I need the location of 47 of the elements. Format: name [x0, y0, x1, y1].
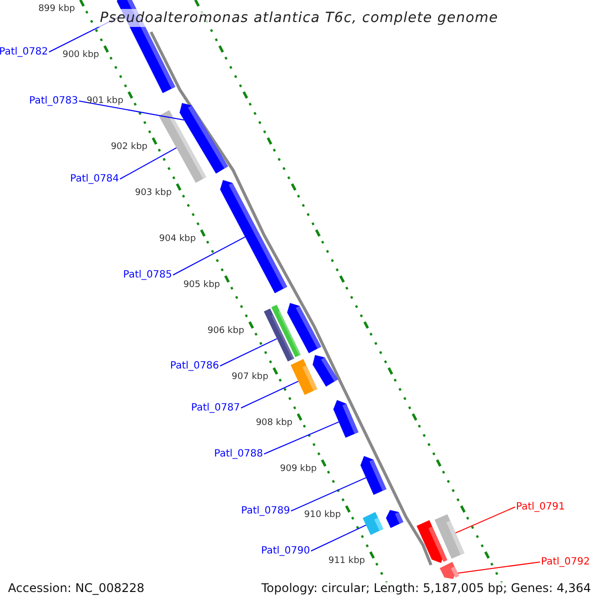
leader-line [457, 562, 540, 574]
scale-label: 901 kbp [86, 96, 124, 106]
scale-label: 904 kbp [159, 234, 196, 244]
leader-line [290, 477, 366, 512]
gene-label: Patl_0784 [69, 173, 120, 185]
gene-label: Patl_0789 [240, 505, 291, 517]
scale-label: 910 kbp [304, 510, 341, 520]
scale-label: 908 kbp [256, 418, 293, 428]
gene-feature [360, 456, 386, 495]
gene-feature [362, 512, 384, 535]
leader-line [220, 338, 278, 366]
gene-label: Patl_0787 [190, 402, 241, 414]
leader-line [455, 506, 516, 534]
gene-label: Patl_0782 [0, 46, 49, 58]
gene-label: Patl_0790 [260, 545, 311, 557]
gene-label: Patl_0785 [122, 269, 173, 281]
gene-feature [287, 303, 322, 354]
gene-feature [158, 110, 206, 183]
scale-label: 900 kbp [62, 50, 100, 60]
scale-label: 899 kbp [38, 4, 75, 14]
gene-feature [290, 359, 318, 395]
gene-label: Patl_0788 [213, 448, 264, 460]
genome-info: Topology: circular; Length: 5,187,005 bp; Genes: 4,364 [261, 582, 591, 596]
gene-label: Patl_0792 [540, 556, 591, 568]
gene-label: Patl_0786 [169, 360, 220, 372]
scale-label: 909 kbp [280, 464, 317, 474]
gene-label: Patl_0791 [515, 501, 566, 513]
scale-label: 905 kbp [183, 280, 220, 290]
scale-label: 907 kbp [232, 372, 268, 382]
scale-label: 911 kbp [328, 556, 366, 566]
gene-feature [386, 510, 404, 528]
gene-feature [333, 400, 358, 438]
gene-feature [434, 514, 464, 559]
gene-feature [220, 180, 288, 294]
leader-line [264, 421, 340, 454]
scale-label: 903 kbp [134, 188, 172, 198]
leader-line [172, 236, 246, 276]
scale-label: 902 kbp [110, 142, 148, 152]
gene-label: Patl_0783 [28, 95, 79, 107]
leader-line [310, 524, 367, 552]
leader-line [78, 100, 184, 120]
accession-label: Accession: NC_008228 [8, 582, 144, 596]
leader-line [120, 147, 177, 180]
gene-feature [312, 355, 338, 387]
leader-line [240, 380, 299, 408]
gene-feature [440, 562, 460, 579]
scale-label: 906 kbp [208, 326, 244, 336]
